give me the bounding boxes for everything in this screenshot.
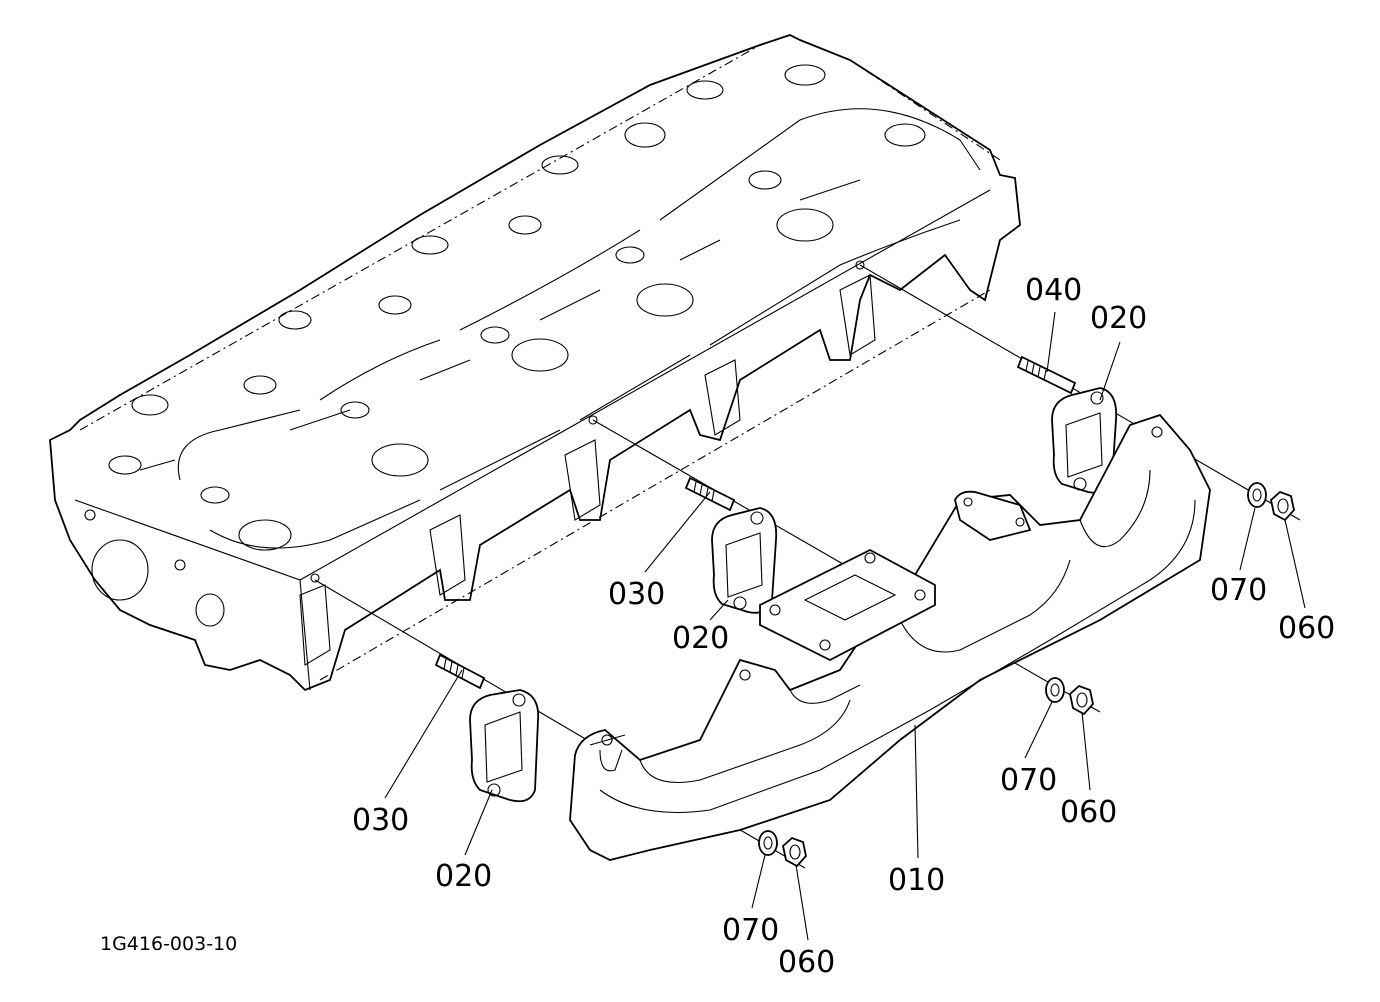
callout-040: 040	[1025, 273, 1082, 308]
stud-bolt-left	[434, 653, 486, 690]
cylinder-head	[49, 34, 1021, 692]
callout-010: 010	[888, 863, 945, 898]
stud-bolt-middle	[684, 476, 736, 512]
drawing-code: 1G416-003-10	[100, 933, 237, 955]
callout-030-middle: 030	[608, 577, 665, 612]
callout-leaders	[384, 311, 1306, 941]
callout-070-lower: 070	[722, 913, 779, 948]
spring-washer-lower	[758, 830, 778, 856]
gasket-middle	[711, 507, 778, 614]
callout-030-left: 030	[352, 803, 409, 838]
callout-020-left: 020	[435, 859, 492, 894]
nut-middle	[1069, 684, 1094, 716]
callout-070-middle: 070	[1000, 763, 1057, 798]
callout-020-right: 020	[1090, 301, 1147, 336]
nut-lower	[782, 836, 807, 868]
callout-060-lower: 060	[778, 945, 835, 980]
stud-bolt-right	[1016, 355, 1077, 395]
callout-060-upper: 060	[1278, 611, 1335, 646]
spring-washer-upper	[1247, 482, 1267, 508]
nut-upper	[1270, 490, 1295, 522]
callout-060-middle: 060	[1060, 795, 1117, 830]
callout-labels: 040 020 030 020 070 060 070 060 030 020 …	[352, 273, 1335, 980]
callout-020-middle: 020	[672, 621, 729, 656]
spring-washer-middle	[1045, 677, 1065, 703]
exhaust-manifold	[569, 413, 1211, 861]
gasket-left	[469, 689, 540, 803]
callout-070-upper: 070	[1210, 573, 1267, 608]
